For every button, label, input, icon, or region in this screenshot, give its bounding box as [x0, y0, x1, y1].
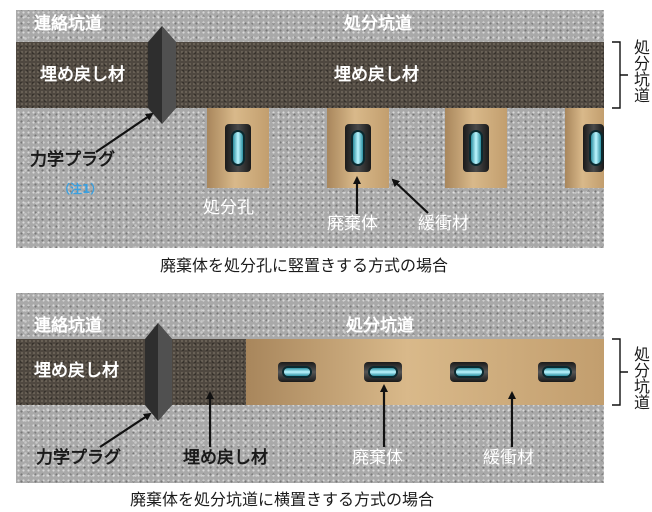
backfill-label: 埋め戻し材 [183, 448, 268, 468]
waste-canister-icon [278, 362, 316, 382]
connecting-tunnel-label: 連絡坑道 [34, 316, 102, 336]
backfill-label-left: 埋め戻し材 [34, 361, 119, 381]
disposal-tunnel-label: 処分坑道 [344, 14, 412, 34]
side-label-bottom: 処分坑道 [634, 345, 651, 412]
caption-vertical: 廃棄体を処分孔に竪置きする方式の場合 [160, 256, 449, 275]
mechanical-plug-top [148, 26, 176, 124]
note-1: （注1） [58, 182, 103, 196]
waste-canister-icon [450, 362, 488, 382]
side-label-top: 処分坑道 [634, 38, 651, 105]
waste-canister-icon [538, 362, 576, 382]
backfill-label-left: 埋め戻し材 [40, 65, 125, 85]
mechanical-plug-bottom [145, 323, 172, 421]
buffer-label: 緩衝材 [483, 448, 534, 468]
disposal-tunnel-label: 処分坑道 [346, 316, 414, 336]
mechanical-plug-label: 力学プラグ [30, 150, 115, 170]
waste-canister-icon [364, 362, 402, 382]
arrow-buffer-top [391, 178, 429, 214]
connecting-tunnel-label: 連絡坑道 [34, 14, 102, 34]
disposal-pit-label: 処分孔 [203, 198, 254, 218]
buffer-label: 緩衝材 [418, 214, 469, 234]
waste-canister-icon [463, 124, 489, 172]
mechanical-plug-label: 力学プラグ [36, 448, 121, 468]
waste-label: 廃棄体 [352, 448, 403, 468]
waste-canister-icon [345, 124, 371, 172]
bracket-bottom [612, 338, 628, 406]
backfill-label-main: 埋め戻し材 [334, 65, 419, 85]
backfill-tunnel-top [16, 42, 604, 108]
arrow-plug-top [95, 112, 154, 153]
waste-canister-icon [583, 124, 604, 172]
bracket-top [612, 41, 628, 109]
caption-horizontal: 廃棄体を処分坑道に横置きする方式の場合 [130, 490, 435, 509]
waste-label: 廃棄体 [327, 214, 378, 234]
waste-canister-icon [225, 124, 251, 172]
arrow-plug-bottom [99, 412, 152, 448]
